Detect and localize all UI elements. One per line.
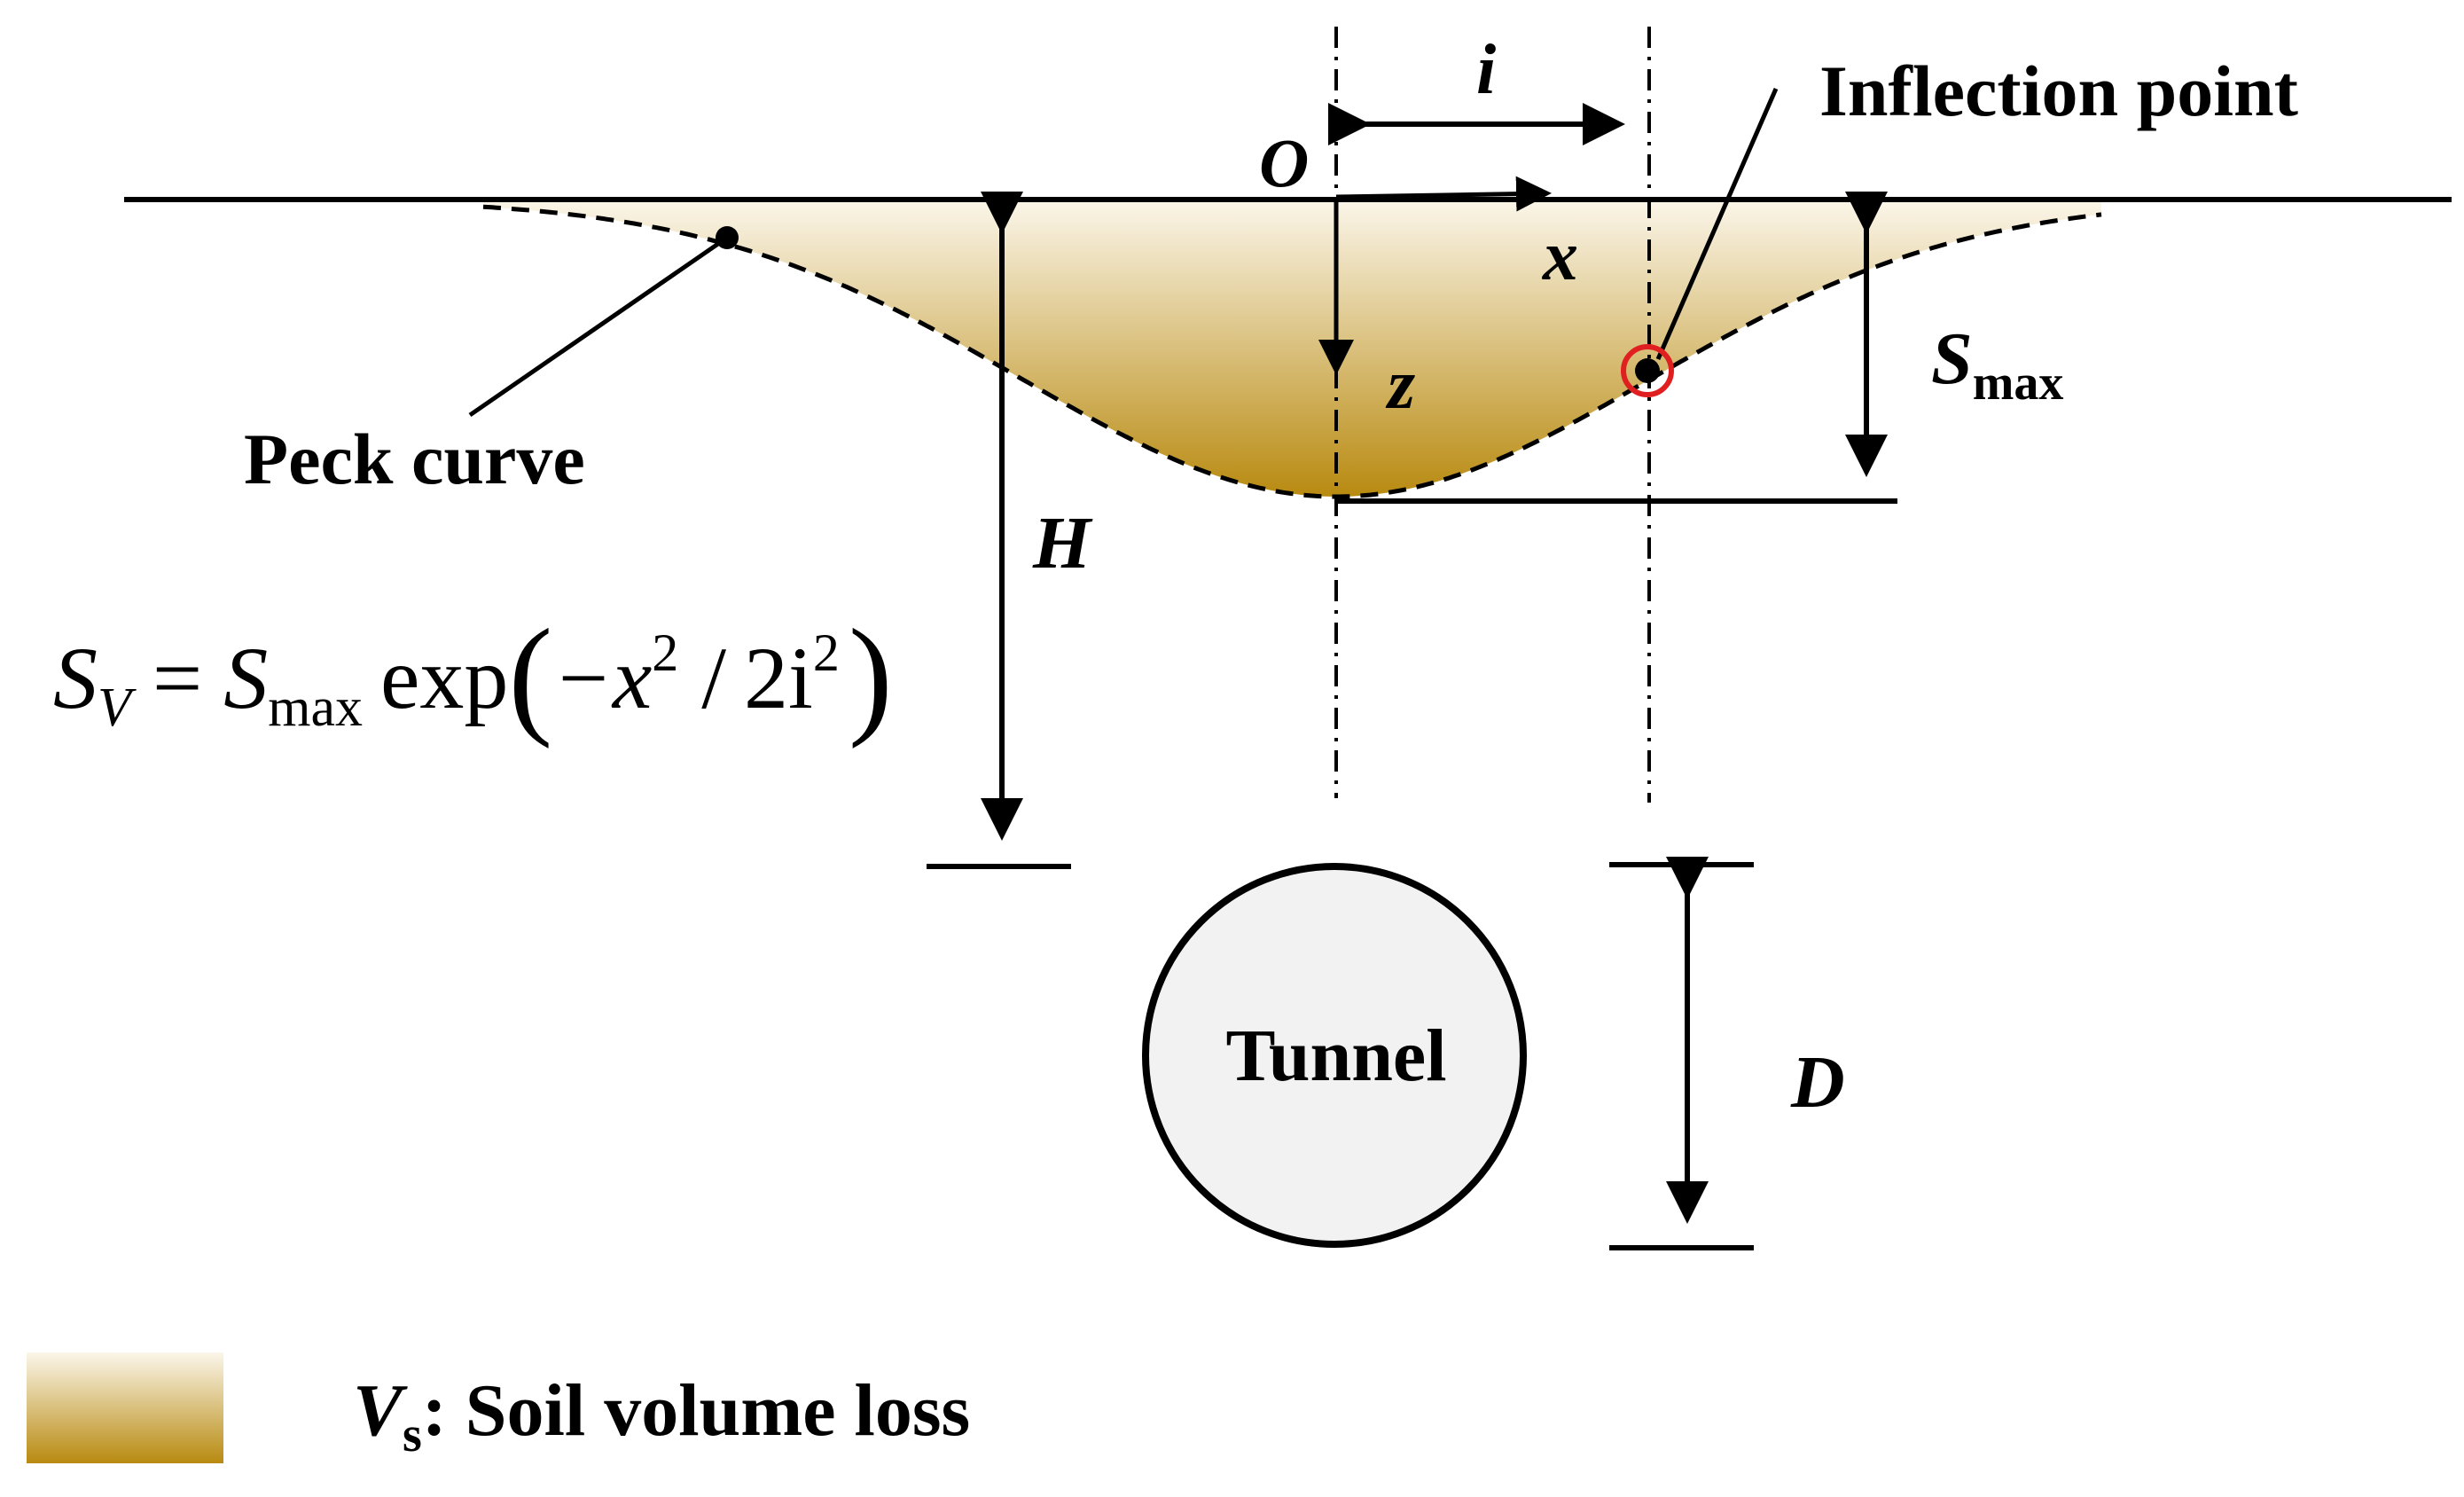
smax-label: Smax (1931, 317, 2063, 411)
d-label: D (1790, 1041, 1845, 1124)
formula-close-paren: ) (849, 602, 893, 749)
inflection-leader-line (1655, 88, 1779, 360)
formula-exp: exp (380, 629, 508, 727)
inflection-point-marker (1621, 344, 1674, 397)
formula-rhs-sub: max (268, 678, 363, 738)
formula-slash: / (701, 629, 726, 727)
peck-curve (482, 204, 2102, 499)
smax-label-s: S (1931, 317, 1973, 400)
smax-label-sub: max (1973, 356, 2064, 411)
z-axis-label: z (1385, 346, 1415, 424)
origin-label: O (1259, 124, 1309, 201)
formula-two-i: 2i (744, 629, 813, 727)
legend-swatch (27, 1352, 223, 1463)
i-label: i (1476, 31, 1496, 109)
tunnel-circle (1142, 863, 1527, 1248)
formula-open-paren: ( (508, 602, 552, 749)
inflection-point-dot (1635, 358, 1660, 383)
x-axis-label: x (1542, 217, 1578, 295)
formula-equals: = (153, 629, 202, 727)
formula-lhs-sub: V (98, 678, 137, 738)
tunnel-label: Tunnel (1225, 1015, 1446, 1097)
legend-text: Vs: Soil volume loss (353, 1369, 970, 1462)
h-label: H (1032, 502, 1093, 584)
formula-rhs-s: S (223, 629, 268, 727)
legend-label: : Soil volume loss (422, 1369, 970, 1452)
legend-sub: s (403, 1407, 422, 1462)
formula-sup1: 2 (652, 623, 678, 682)
legend-v: V (353, 1369, 408, 1452)
peck-curve-leader-line (468, 235, 729, 418)
formula-minus-x: −x (552, 629, 652, 727)
x-axis-arrow (1335, 176, 1552, 212)
formula-sup2: 2 (813, 623, 840, 682)
peck-curve-label: Peck curve (244, 419, 585, 499)
inflection-point-label: Inflection point (1819, 51, 2298, 131)
formula-lhs-s: S (53, 629, 98, 727)
